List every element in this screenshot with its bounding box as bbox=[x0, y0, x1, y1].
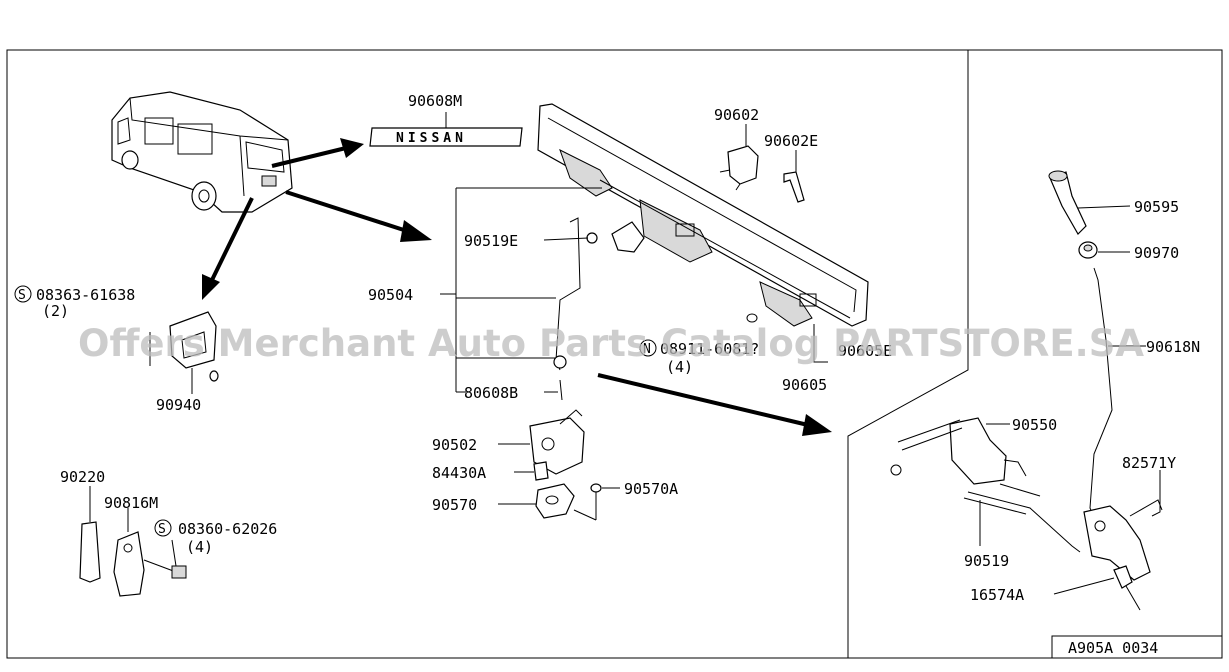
label-s1-qty: (2) bbox=[42, 302, 69, 320]
part-90504-rod-group[interactable] bbox=[553, 217, 645, 401]
label-82571Y: 82571Y bbox=[1122, 454, 1176, 472]
label-90605E: 90605E bbox=[838, 342, 892, 360]
part-90816M-hinge[interactable] bbox=[113, 531, 187, 597]
label-90550: 90550 bbox=[1012, 416, 1057, 434]
label-n-bolt-qty: (4) bbox=[666, 358, 693, 376]
part-90519-rod[interactable] bbox=[963, 491, 1081, 553]
s2-symbol: S bbox=[158, 522, 166, 537]
part-16574A-clip[interactable] bbox=[1113, 565, 1141, 611]
label-90605: 90605 bbox=[782, 376, 827, 394]
label-s2-qty: (4) bbox=[186, 538, 213, 556]
part-90220-seal[interactable] bbox=[79, 521, 101, 583]
diagram-frame bbox=[6, 49, 1223, 659]
part-90570A-bolt[interactable] bbox=[590, 483, 602, 520]
label-90970: 90970 bbox=[1134, 244, 1179, 262]
part-90602E-bracket[interactable] bbox=[783, 171, 805, 203]
s-screw-callout-1: S 08363-61638 (2) bbox=[14, 285, 135, 320]
s1-symbol: S bbox=[18, 288, 26, 303]
label-90602: 90602 bbox=[714, 106, 759, 124]
s-screw-callout-2: S 08360-62026 (4) bbox=[154, 519, 277, 567]
label-90220: 90220 bbox=[60, 468, 105, 486]
label-90618N: 90618N bbox=[1146, 338, 1200, 356]
label-90570A: 90570A bbox=[624, 480, 678, 498]
label-n-bolt: 08911-6081? bbox=[660, 340, 759, 358]
label-90502: 90502 bbox=[432, 436, 477, 454]
label-80608B: 80608B bbox=[464, 384, 518, 402]
part-84430A-bolt[interactable] bbox=[533, 461, 549, 481]
label-90519: 90519 bbox=[964, 552, 1009, 570]
part-90595-knob[interactable] bbox=[1048, 170, 1087, 235]
emblem-text: NISSAN bbox=[396, 131, 467, 146]
label-90608M: 90608M bbox=[408, 92, 462, 110]
label-90519E: 90519E bbox=[464, 232, 518, 250]
van-illustration bbox=[111, 91, 293, 213]
label-90602E: 90602E bbox=[764, 132, 818, 150]
watermark-text: Offers Merchant Auto Parts Catalog PARTS… bbox=[78, 322, 1144, 365]
part-90940-handle[interactable] bbox=[149, 311, 219, 382]
n-symbol: N bbox=[643, 342, 651, 357]
label-90504: 90504 bbox=[368, 286, 413, 304]
label-90570: 90570 bbox=[432, 496, 477, 514]
callout-arrows bbox=[202, 138, 832, 436]
label-90595: 90595 bbox=[1134, 198, 1179, 216]
part-90570-striker[interactable] bbox=[535, 483, 597, 521]
part-90502-lock-assembly[interactable] bbox=[529, 409, 585, 475]
part-90602-clip[interactable] bbox=[719, 145, 759, 191]
part-90618N-rod[interactable] bbox=[1089, 267, 1113, 523]
n-bolt-callout: N 08911-6081? (4) bbox=[639, 339, 759, 376]
part-82571Y-lever[interactable] bbox=[1083, 499, 1163, 581]
part-90970-grommet[interactable] bbox=[1078, 241, 1098, 259]
label-84430A: 84430A bbox=[432, 464, 486, 482]
back-door-garnish-panel bbox=[537, 103, 869, 327]
part-90608M-emblem[interactable]: NISSAN bbox=[369, 127, 523, 147]
label-90816M: 90816M bbox=[104, 494, 158, 512]
label-s1-part: 08363-61638 bbox=[36, 286, 135, 304]
diagram-code: A905A 0034 bbox=[1068, 639, 1158, 657]
part-90550-latch[interactable] bbox=[890, 417, 1041, 497]
part-90605-bracket[interactable] bbox=[813, 324, 828, 363]
label-90940: 90940 bbox=[156, 396, 201, 414]
label-s2-part: 08360-62026 bbox=[178, 520, 277, 538]
label-16574A: 16574A bbox=[970, 586, 1024, 604]
